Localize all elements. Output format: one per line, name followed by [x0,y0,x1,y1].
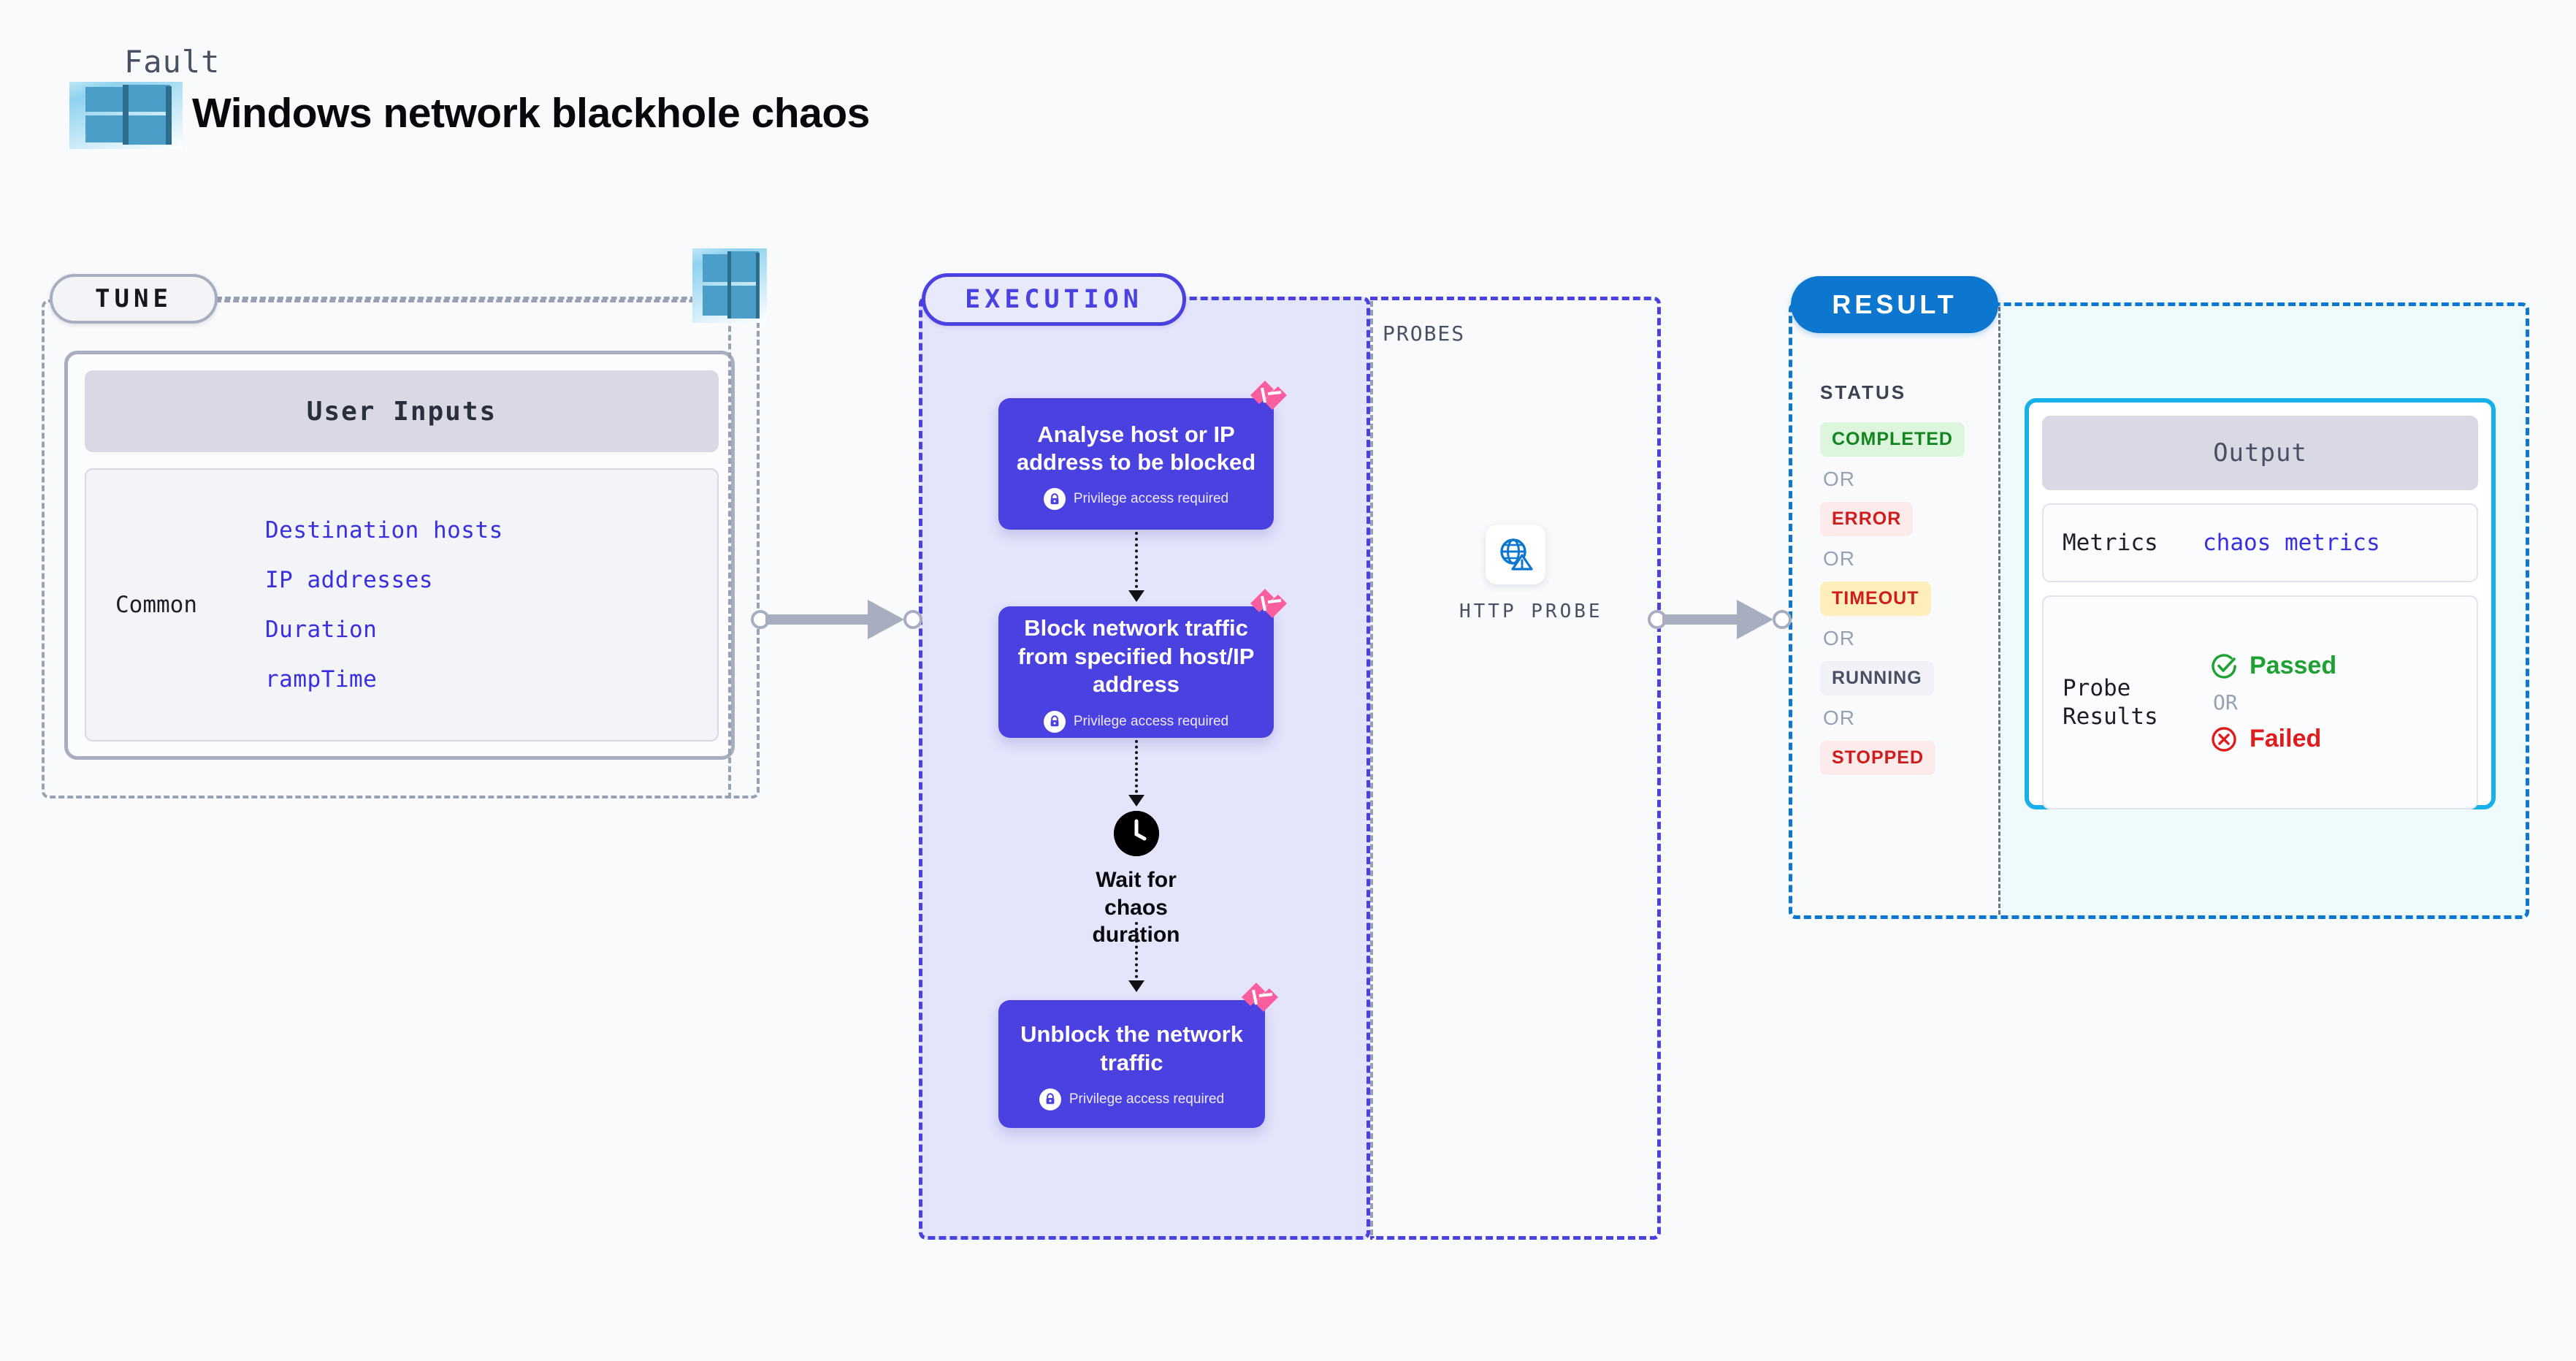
step-title: Unblock the network traffic [1020,1021,1243,1075]
page-header: Fault Windows network blackhole chaos [69,44,1165,161]
page-title: Windows network blackhole chaos [192,90,870,137]
parameter-duration[interactable]: Duration [265,617,378,643]
status-list: COMPLETED OR ERROR OR TIMEOUT OR RUNNING… [1820,422,1988,775]
status-or-separator: OR [1823,468,1855,490]
privilege-text: Privilege access required [1073,713,1229,729]
status-or-separator: OR [1823,627,1855,649]
connector-bar [765,614,890,625]
step-connector-line [1135,922,1138,984]
privilege-row: Privilege access required [1043,488,1229,511]
fault-label: Fault [124,44,221,80]
probe-results-key: Probe Results [2063,674,2158,730]
status-or-separator: OR [1823,547,1855,570]
clock-icon [1113,811,1159,856]
connector-end-dot [903,610,922,629]
metrics-value[interactable]: chaos metrics [2203,530,2380,556]
privilege-row: Privilege access required [1043,710,1229,733]
probes-section-label: PROBES [1383,321,1466,346]
connector-arrow-head [1737,600,1773,639]
execution-section-pill[interactable]: EXECUTION [922,273,1186,326]
windows-logo-icon [69,82,183,149]
failed-label: Failed [2250,725,2322,752]
common-group-label: Common [115,592,197,618]
privilege-row: Privilege access required [1039,1088,1225,1110]
lock-icon [1039,1088,1061,1110]
parameter-ip-addresses[interactable]: IP addresses [265,567,433,593]
connector-arrow-head [868,600,904,639]
probe-outcome-failed: Failed [2210,725,2477,753]
status-badge-error: ERROR [1820,502,1914,536]
globe-warning-icon [1485,525,1545,584]
windows-logo-icon [692,248,767,323]
user-inputs-header: User Inputs [85,370,719,452]
wait-node-label: Wait for chaos duration [1092,868,1180,947]
probe-label: HTTP PROBE [1459,601,1603,622]
connector-execution-to-result [1648,598,1795,641]
litmus-ribbon-icon [1242,983,1278,1012]
probes-region [1370,297,1661,1240]
tune-top-dashed-line [216,297,731,300]
lock-icon [1043,710,1066,733]
result-divider [1998,307,2000,915]
status-badge-stopped: STOPPED [1820,741,1936,775]
user-inputs-body: Common Destination hosts IP addresses Du… [85,468,719,742]
connector-start-dot [1648,610,1667,629]
connector-bar [1662,614,1759,625]
connector-tune-to-execution [751,598,926,641]
execution-step-card[interactable]: Unblock the network traffic Privilege ac… [998,983,1278,1128]
metrics-row: Metrics chaos metrics [2042,503,2478,582]
execution-step-card[interactable]: Analyse host or IP address to be blocked… [998,381,1287,530]
output-header: Output [2042,416,2478,490]
tune-logo-dashed-line [728,300,731,798]
tune-section-pill[interactable]: TUNE [50,274,218,324]
status-badge-running: RUNNING [1820,661,1934,695]
step-title: Analyse host or IP address to be blocked [1016,421,1256,475]
step-connector-line [1135,532,1138,594]
execution-step-card[interactable]: Block network traffic from specified hos… [998,589,1287,738]
step-connector-line [1135,740,1138,798]
step-connector-arrow [1128,980,1144,992]
status-badge-completed: COMPLETED [1820,422,1965,457]
parameter-ramptime[interactable]: rampTime [265,666,378,693]
probe-or-separator: OR [2213,690,2238,714]
parameter-list: Destination hosts IP addresses Duration … [236,517,717,693]
step-connector-arrow [1128,795,1144,807]
litmus-ribbon-icon [1250,589,1287,618]
status-or-separator: OR [1823,706,1855,729]
privilege-text: Privilege access required [1073,491,1229,507]
metrics-key: Metrics [2063,529,2158,556]
probe-outcome-passed: Passed [2210,652,2477,680]
probe-item-http[interactable]: HTTP PROBE [1459,525,1603,622]
parameter-destination-hosts[interactable]: Destination hosts [265,517,503,544]
result-region [1789,302,2529,919]
privilege-text: Privilege access required [1069,1091,1225,1107]
litmus-ribbon-icon [1250,381,1287,410]
step-connector-arrow [1128,590,1144,602]
wait-node: Wait for chaos duration [1072,811,1200,949]
status-label: STATUS [1820,381,1907,403]
probe-results-row: Probe Results Passed OR Failed [2042,595,2478,809]
lock-icon [1043,488,1066,511]
passed-label: Passed [2250,652,2337,679]
x-circle-icon [2212,726,2236,752]
output-panel: Output Metrics chaos metrics Probe Resul… [2025,398,2496,809]
status-badge-timeout: TIMEOUT [1820,582,1931,616]
tune-region [42,300,760,798]
probes-divider [1370,301,1373,1235]
step-title: Block network traffic from specified hos… [1017,615,1255,698]
connector-end-dot [1773,610,1792,629]
result-section-pill[interactable]: RESULT [1791,276,1998,333]
user-inputs-card: User Inputs Common Destination hosts IP … [64,351,735,760]
check-circle-icon [2212,653,2236,679]
probe-outcomes: Passed OR Failed [2203,652,2477,753]
